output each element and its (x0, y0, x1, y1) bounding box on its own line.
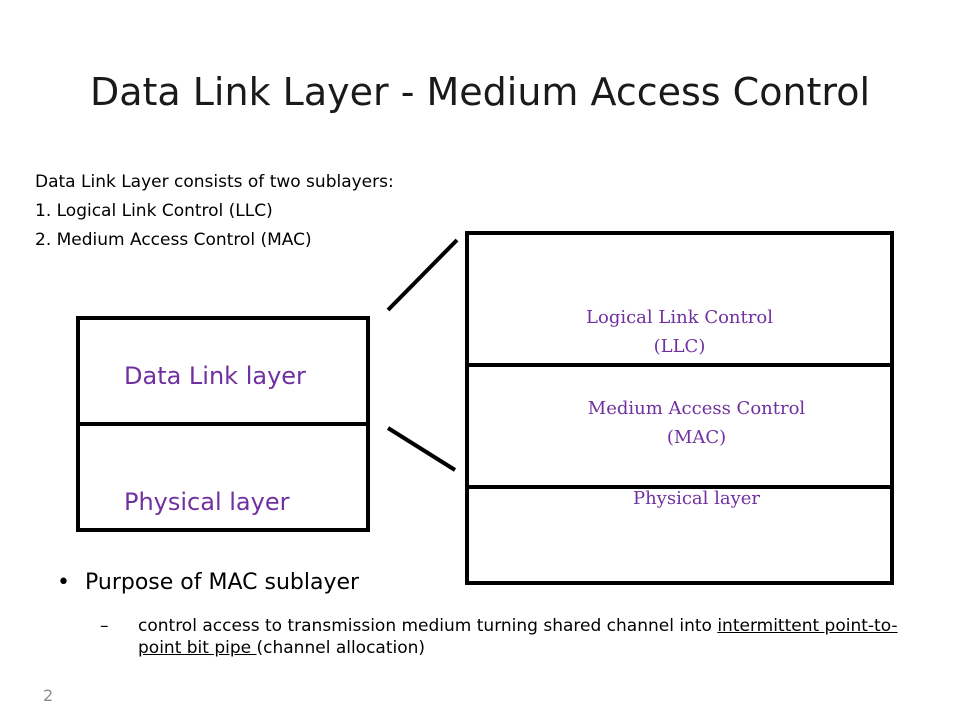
right-stack-divider-mac-phy (469, 485, 890, 489)
right-stack-divider-llc-mac (469, 363, 890, 367)
llc-label-line-2: (LLC) (653, 336, 706, 357)
right-layer-stack (465, 231, 894, 585)
slide-title: Data Link Layer - Medium Access Control (89, 70, 871, 114)
physical-layer-label-left: Physical layer (124, 488, 290, 516)
bullet-heading: Purpose of MAC sublayer (85, 570, 360, 595)
sub-bullet-text-part-2: (channel allocation) (256, 638, 426, 658)
left-stack-divider (80, 422, 366, 426)
page-number: 2 (43, 686, 54, 705)
llc-label: Logical Link Control (LLC) (465, 303, 894, 361)
physical-layer-label-right: Physical layer (632, 488, 761, 509)
bullet-purpose: • Purpose of MAC sublayer (57, 570, 359, 595)
connector-line-bottom (386, 426, 457, 472)
mac-label-line-1: Medium Access Control (587, 398, 806, 419)
sub-bullet-text-underlined: intermittent point-to-point bit pipe (138, 616, 898, 658)
intro-text: Data Link Layer consists of two sublayer… (35, 168, 394, 255)
bullet-dot-icon: • (57, 570, 70, 595)
connector-line-top (386, 238, 459, 312)
intro-line-1: Data Link Layer consists of two sublayer… (35, 172, 394, 192)
data-link-layer-label: Data Link layer (124, 362, 306, 390)
sub-bullet-dash: – (100, 616, 109, 636)
llc-label-line-1: Logical Link Control (586, 307, 773, 328)
mac-label: Medium Access Control (MAC) (465, 394, 928, 452)
mac-label-line-2: (MAC) (666, 427, 727, 448)
intro-line-3: 2. Medium Access Control (MAC) (35, 230, 312, 250)
sub-bullet-text: control access to transmission medium tu… (138, 615, 898, 659)
intro-line-2: 1. Logical Link Control (LLC) (35, 201, 273, 221)
sub-bullet-text-part-1: control access to transmission medium tu… (138, 616, 718, 636)
left-layer-stack (76, 316, 370, 532)
